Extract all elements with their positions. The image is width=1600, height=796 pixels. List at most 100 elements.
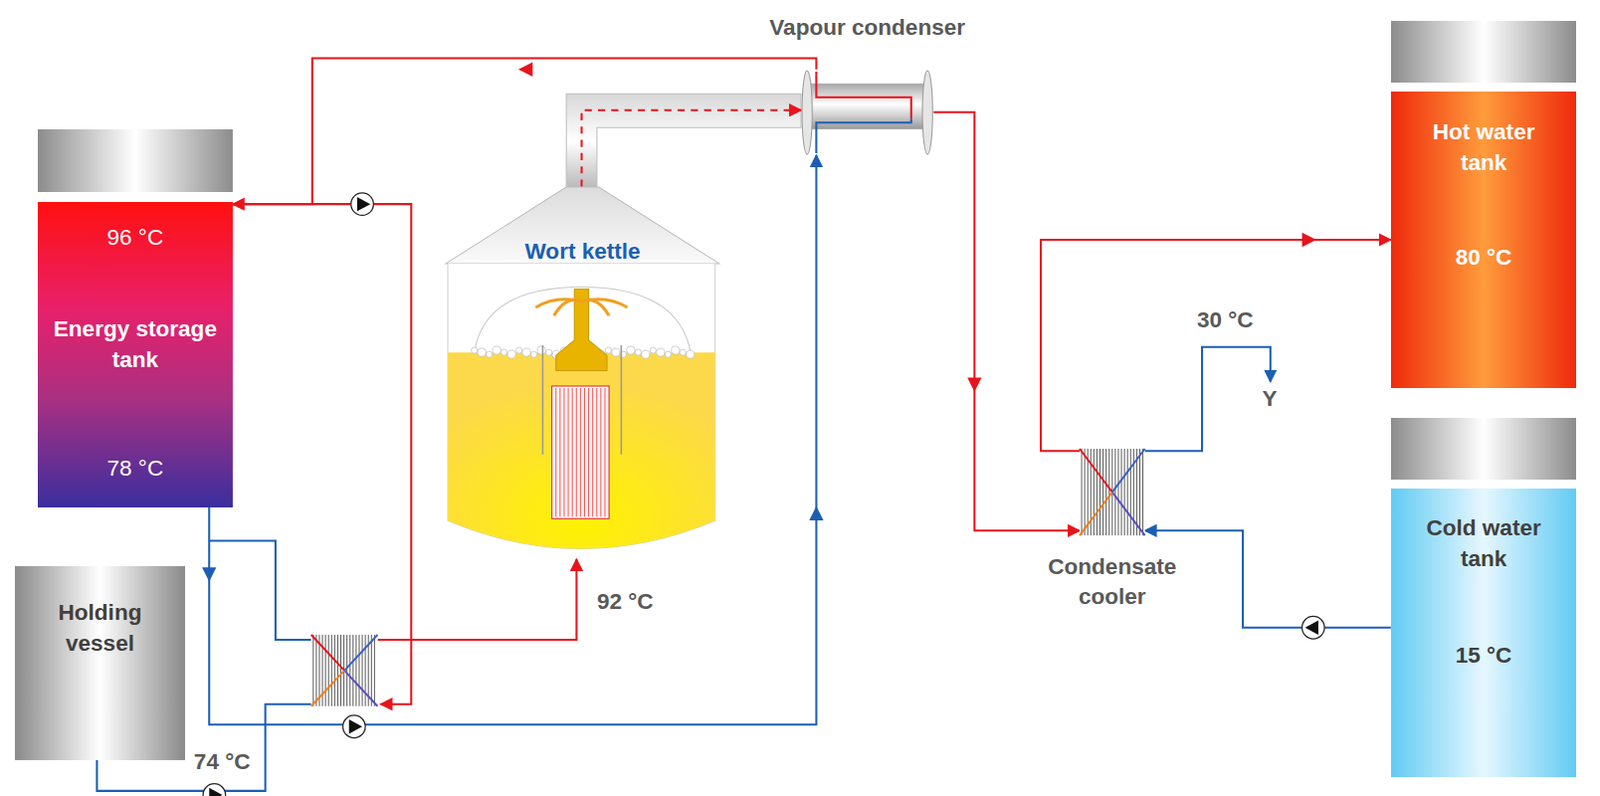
- pump-arrow: [1305, 620, 1319, 635]
- exchanger-plate: [311, 634, 379, 707]
- flow-arrow: [967, 377, 982, 392]
- pump-symbol: [343, 715, 367, 739]
- temperature-label: 30 °C: [1197, 307, 1254, 334]
- exchanger-path: [1112, 448, 1146, 493]
- condenser-tube: [815, 118, 911, 154]
- heater-tube: [580, 388, 582, 517]
- pipe-line: [1145, 530, 1392, 627]
- vapour-condenser: Vapour condenser: [800, 69, 934, 156]
- spray-arrow: [582, 298, 628, 307]
- pump-body: [1302, 615, 1326, 639]
- flow-connector: [1145, 530, 1392, 627]
- foam-bubble: [501, 349, 508, 356]
- flow-connector: [208, 155, 816, 725]
- heater-tube: [604, 388, 606, 517]
- flow-connector: [933, 112, 1080, 532]
- exchanger-plate: [1084, 448, 1086, 536]
- flow-arrow: [1302, 232, 1317, 247]
- exchanger-plate: [1130, 448, 1132, 536]
- exchanger-plate: [1102, 448, 1104, 536]
- exchanger-plate: [331, 634, 333, 707]
- foam-bubble: [671, 346, 680, 355]
- exchanger-plate: [1093, 448, 1095, 536]
- vapour-condenser-outline: [800, 69, 934, 156]
- foam-bubble: [492, 346, 501, 355]
- exchanger-plate: [1099, 448, 1101, 536]
- exchanger-plate: [371, 634, 373, 707]
- foam-bubble: [531, 351, 538, 358]
- heater-tube: [564, 388, 566, 517]
- flange: [801, 70, 812, 155]
- foam-bubble: [507, 350, 516, 359]
- node-title: Condensate cooler: [1035, 552, 1190, 613]
- pipe-line: [232, 57, 817, 204]
- foam-bubble: [486, 351, 493, 358]
- node-text: 15 °C: [1400, 639, 1567, 672]
- node-text: 80 °C: [1400, 241, 1567, 274]
- foam-bubble: [626, 346, 635, 355]
- foam-bubble: [611, 348, 620, 357]
- pipe-line: [582, 110, 801, 188]
- node-title: Cold water tank: [1406, 512, 1561, 576]
- flow-connector: [1040, 239, 1392, 451]
- stream-label: Y: [1262, 386, 1278, 412]
- heater-tube: [588, 388, 590, 517]
- exchanger-plate: [362, 634, 364, 707]
- exchanger-plate: [349, 634, 351, 707]
- exchanger-plate: [1079, 448, 1146, 536]
- flow-arrows: [201, 62, 1317, 583]
- cold-water-tank: Cold water tank 15 °C: [1391, 417, 1578, 778]
- pumps: [202, 193, 1325, 796]
- exchanger-plate: [1127, 448, 1129, 536]
- outlet-line: [1143, 347, 1271, 452]
- hot-loop-line: [232, 203, 411, 705]
- heater-tube: [600, 388, 602, 517]
- exchanger-plate: [1108, 448, 1110, 536]
- node-text: 78 °C: [47, 452, 222, 485]
- exchanger-plate: [1087, 448, 1089, 536]
- foam-bubble: [656, 348, 665, 357]
- wort-liquid: [447, 352, 716, 549]
- pipe-line: [377, 559, 577, 640]
- flow-arrow: [518, 62, 533, 77]
- exchanger-plate: [355, 634, 357, 707]
- foam-bubble: [605, 347, 612, 354]
- exchanger-plate: [1121, 448, 1123, 536]
- pump-symbol: [202, 784, 226, 796]
- foam-bubble: [664, 351, 671, 358]
- pump-arrow: [357, 197, 371, 211]
- exchanger-path: [1079, 448, 1113, 493]
- temperature-label: 92 °C: [597, 589, 654, 615]
- node-title: Hot water tank: [1408, 116, 1559, 180]
- exchanger-plate: [346, 634, 348, 707]
- foam-bubble: [471, 347, 478, 354]
- node-title: Holding vessel: [37, 597, 163, 660]
- heater-tube: [576, 388, 578, 517]
- pump-arrow: [208, 788, 222, 796]
- pump-body: [351, 193, 375, 216]
- foam-bubble: [537, 346, 546, 355]
- return-loop-line: [208, 541, 312, 640]
- exchanger-plate: [358, 634, 360, 707]
- exchanger-plate: [1105, 448, 1107, 536]
- exchanger-path: [311, 634, 345, 671]
- foam-bubble: [634, 349, 641, 356]
- flow-arrow: [808, 506, 823, 521]
- exchanger-plate: [312, 634, 314, 707]
- exchanger-plate: [1139, 448, 1141, 536]
- kettle-body: [447, 263, 716, 550]
- foam-bubble: [641, 350, 650, 359]
- holding-vessel: Holding vessel: [14, 566, 185, 761]
- exchanger-path: [311, 670, 345, 707]
- flow-connector: [582, 110, 801, 188]
- exchanger-plate: [318, 634, 320, 707]
- pump-body: [343, 715, 367, 739]
- exchanger-plate: [1096, 448, 1098, 536]
- heater-tube: [559, 388, 561, 517]
- exchanger-path: [344, 670, 378, 707]
- energy-storage-tank: 96 °CEnergy storage tank78 °C: [37, 129, 233, 507]
- flow-arrow: [201, 567, 216, 582]
- hot-water-tank: Hot water tank 80 °C: [1391, 20, 1578, 389]
